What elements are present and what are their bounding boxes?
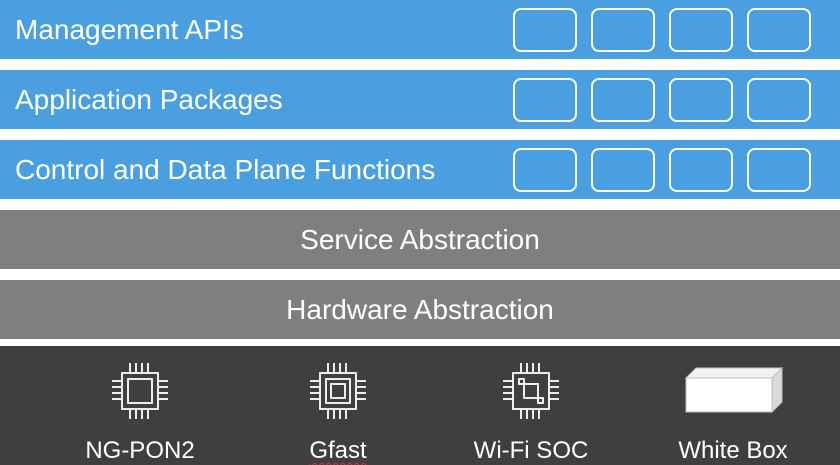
- control-data-plane-layer: Control and Data Plane Functions: [0, 140, 840, 199]
- hardware-label: Wi-Fi SOC: [473, 437, 589, 464]
- module-box: [747, 147, 811, 192]
- control-data-plane-label: Control and Data Plane Functions: [15, 153, 436, 185]
- module-box: [513, 147, 577, 192]
- hardware-abstraction-layer: Hardware Abstraction: [0, 280, 840, 339]
- management-apis-label: Management APIs: [15, 13, 244, 45]
- hardware-item-gfast: Gfast: [238, 346, 438, 465]
- module-box: [591, 77, 655, 122]
- hardware-label: Gfast: [309, 437, 367, 464]
- hardware-label: White Box: [678, 437, 788, 464]
- application-packages-label: Application Packages: [15, 83, 283, 115]
- service-abstraction-layer: Service Abstraction: [0, 210, 840, 269]
- chip-icon: [110, 358, 170, 423]
- module-box: [591, 7, 655, 52]
- module-box: [513, 7, 577, 52]
- hardware-item-ng-pon2: NG-PON2: [40, 346, 240, 465]
- module-box: [669, 77, 733, 122]
- module-box: [513, 77, 577, 122]
- chip-wifi-icon: [501, 358, 561, 423]
- white-box-icon: [678, 358, 788, 423]
- management-apis-layer: Management APIs: [0, 0, 840, 59]
- management-apis-modules: [513, 0, 811, 59]
- module-box: [669, 147, 733, 192]
- module-box: [747, 7, 811, 52]
- application-packages-layer: Application Packages: [0, 70, 840, 129]
- module-box: [669, 7, 733, 52]
- service-abstraction-label: Service Abstraction: [300, 223, 540, 255]
- hardware-abstraction-label: Hardware Abstraction: [286, 293, 554, 325]
- hardware-item-wifi-soc: Wi-Fi SOC: [431, 346, 631, 465]
- hardware-band: NG-PON2 Gfast: [0, 346, 840, 465]
- hardware-label: NG-PON2: [85, 437, 195, 464]
- chip-layered-icon: [308, 358, 368, 423]
- module-box: [747, 77, 811, 122]
- module-box: [591, 147, 655, 192]
- application-packages-modules: [513, 70, 811, 129]
- control-data-plane-modules: [513, 140, 811, 199]
- hardware-item-white-box: White Box: [633, 346, 833, 465]
